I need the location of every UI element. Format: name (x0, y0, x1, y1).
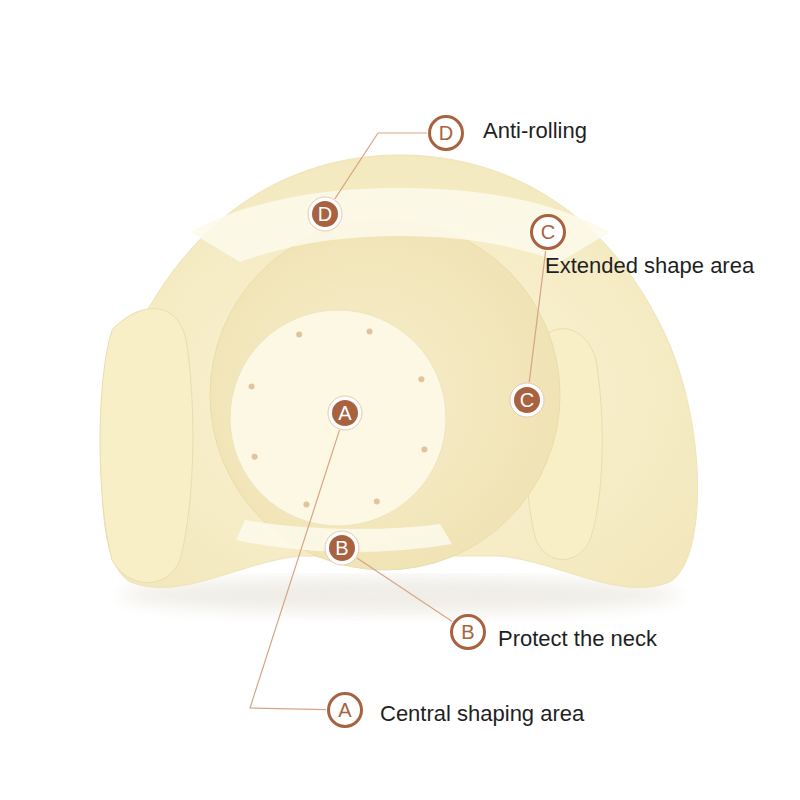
feature-label: Protect the neck (498, 626, 657, 652)
hole (374, 498, 380, 504)
ventilation-holes (249, 329, 428, 508)
hole (249, 383, 255, 389)
callout-marker: D (308, 197, 342, 231)
pillow-body (102, 155, 697, 588)
pillow-shadow (120, 577, 680, 613)
callout-marker: A (328, 396, 362, 430)
callout-letter: D (308, 197, 342, 231)
hole (303, 501, 309, 507)
leader-line (250, 430, 339, 709)
callout-letter: C (510, 383, 544, 417)
callout-letter: A (327, 692, 363, 728)
left-bolster (100, 309, 193, 583)
central-disk (230, 310, 446, 526)
hole (418, 376, 424, 382)
hole (252, 454, 258, 460)
callout-key: C (530, 214, 566, 250)
feature-label: Extended shape area (545, 253, 754, 279)
leader-line (529, 251, 545, 382)
callout-key: A (327, 692, 363, 728)
callout-letter: D (428, 115, 464, 151)
callout-key: D (428, 115, 464, 151)
top-band (190, 188, 610, 262)
hole (421, 447, 427, 453)
hole (296, 332, 302, 338)
callout-letter: B (325, 531, 359, 565)
callout-marker: B (325, 531, 359, 565)
callout-letter: A (328, 396, 362, 430)
callout-key: B (450, 614, 486, 650)
head-bowl (210, 220, 560, 570)
feature-label: Central shaping area (380, 701, 584, 727)
callout-marker: C (510, 383, 544, 417)
feature-label: Anti-rolling (483, 118, 587, 144)
callout-letter: B (450, 614, 486, 650)
hole (367, 329, 373, 335)
leader-line (357, 558, 452, 621)
callout-letter: C (530, 214, 566, 250)
leader-line (335, 133, 427, 199)
